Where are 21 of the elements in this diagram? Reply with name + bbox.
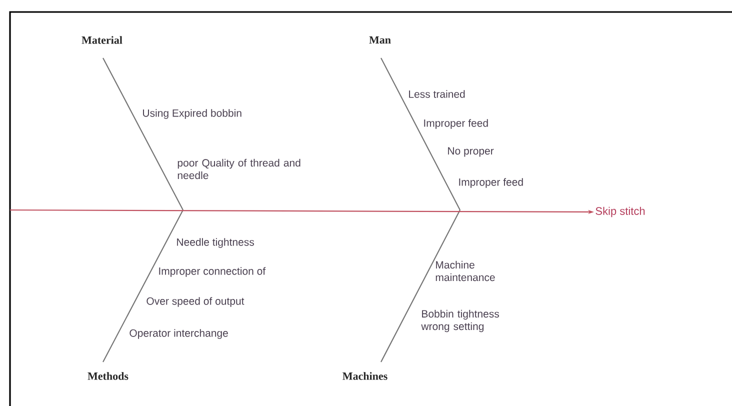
bone-line bbox=[102, 210, 184, 362]
cause-label: Needle tightness bbox=[177, 238, 254, 248]
cause-label: Using Expired bobbin bbox=[143, 109, 242, 119]
bone-line bbox=[380, 210, 460, 362]
cause-label: Improper feed bbox=[459, 178, 523, 188]
category-label: Methods bbox=[88, 372, 128, 380]
category-label: Man bbox=[369, 36, 391, 44]
cause-label: Operator interchange bbox=[130, 329, 228, 339]
bone-line bbox=[380, 58, 460, 210]
effect-label: Skip stitch bbox=[596, 206, 645, 218]
cause-label: No proper bbox=[448, 147, 494, 157]
bone-line bbox=[102, 58, 184, 210]
cause-label: Improper feed bbox=[424, 119, 488, 129]
cause-label: Machine maintenance bbox=[436, 260, 495, 282]
category-label: Machines bbox=[342, 372, 388, 380]
cause-label: Less trained bbox=[409, 90, 465, 98]
category-label: Material bbox=[82, 36, 122, 44]
cause-label: Over speed of output bbox=[146, 297, 244, 307]
cause-label: poor Quality of thread and needle bbox=[178, 158, 300, 180]
cause-label: Bobbin tightness wrong setting bbox=[421, 310, 500, 332]
cause-label: Improper connection of bbox=[159, 267, 266, 277]
